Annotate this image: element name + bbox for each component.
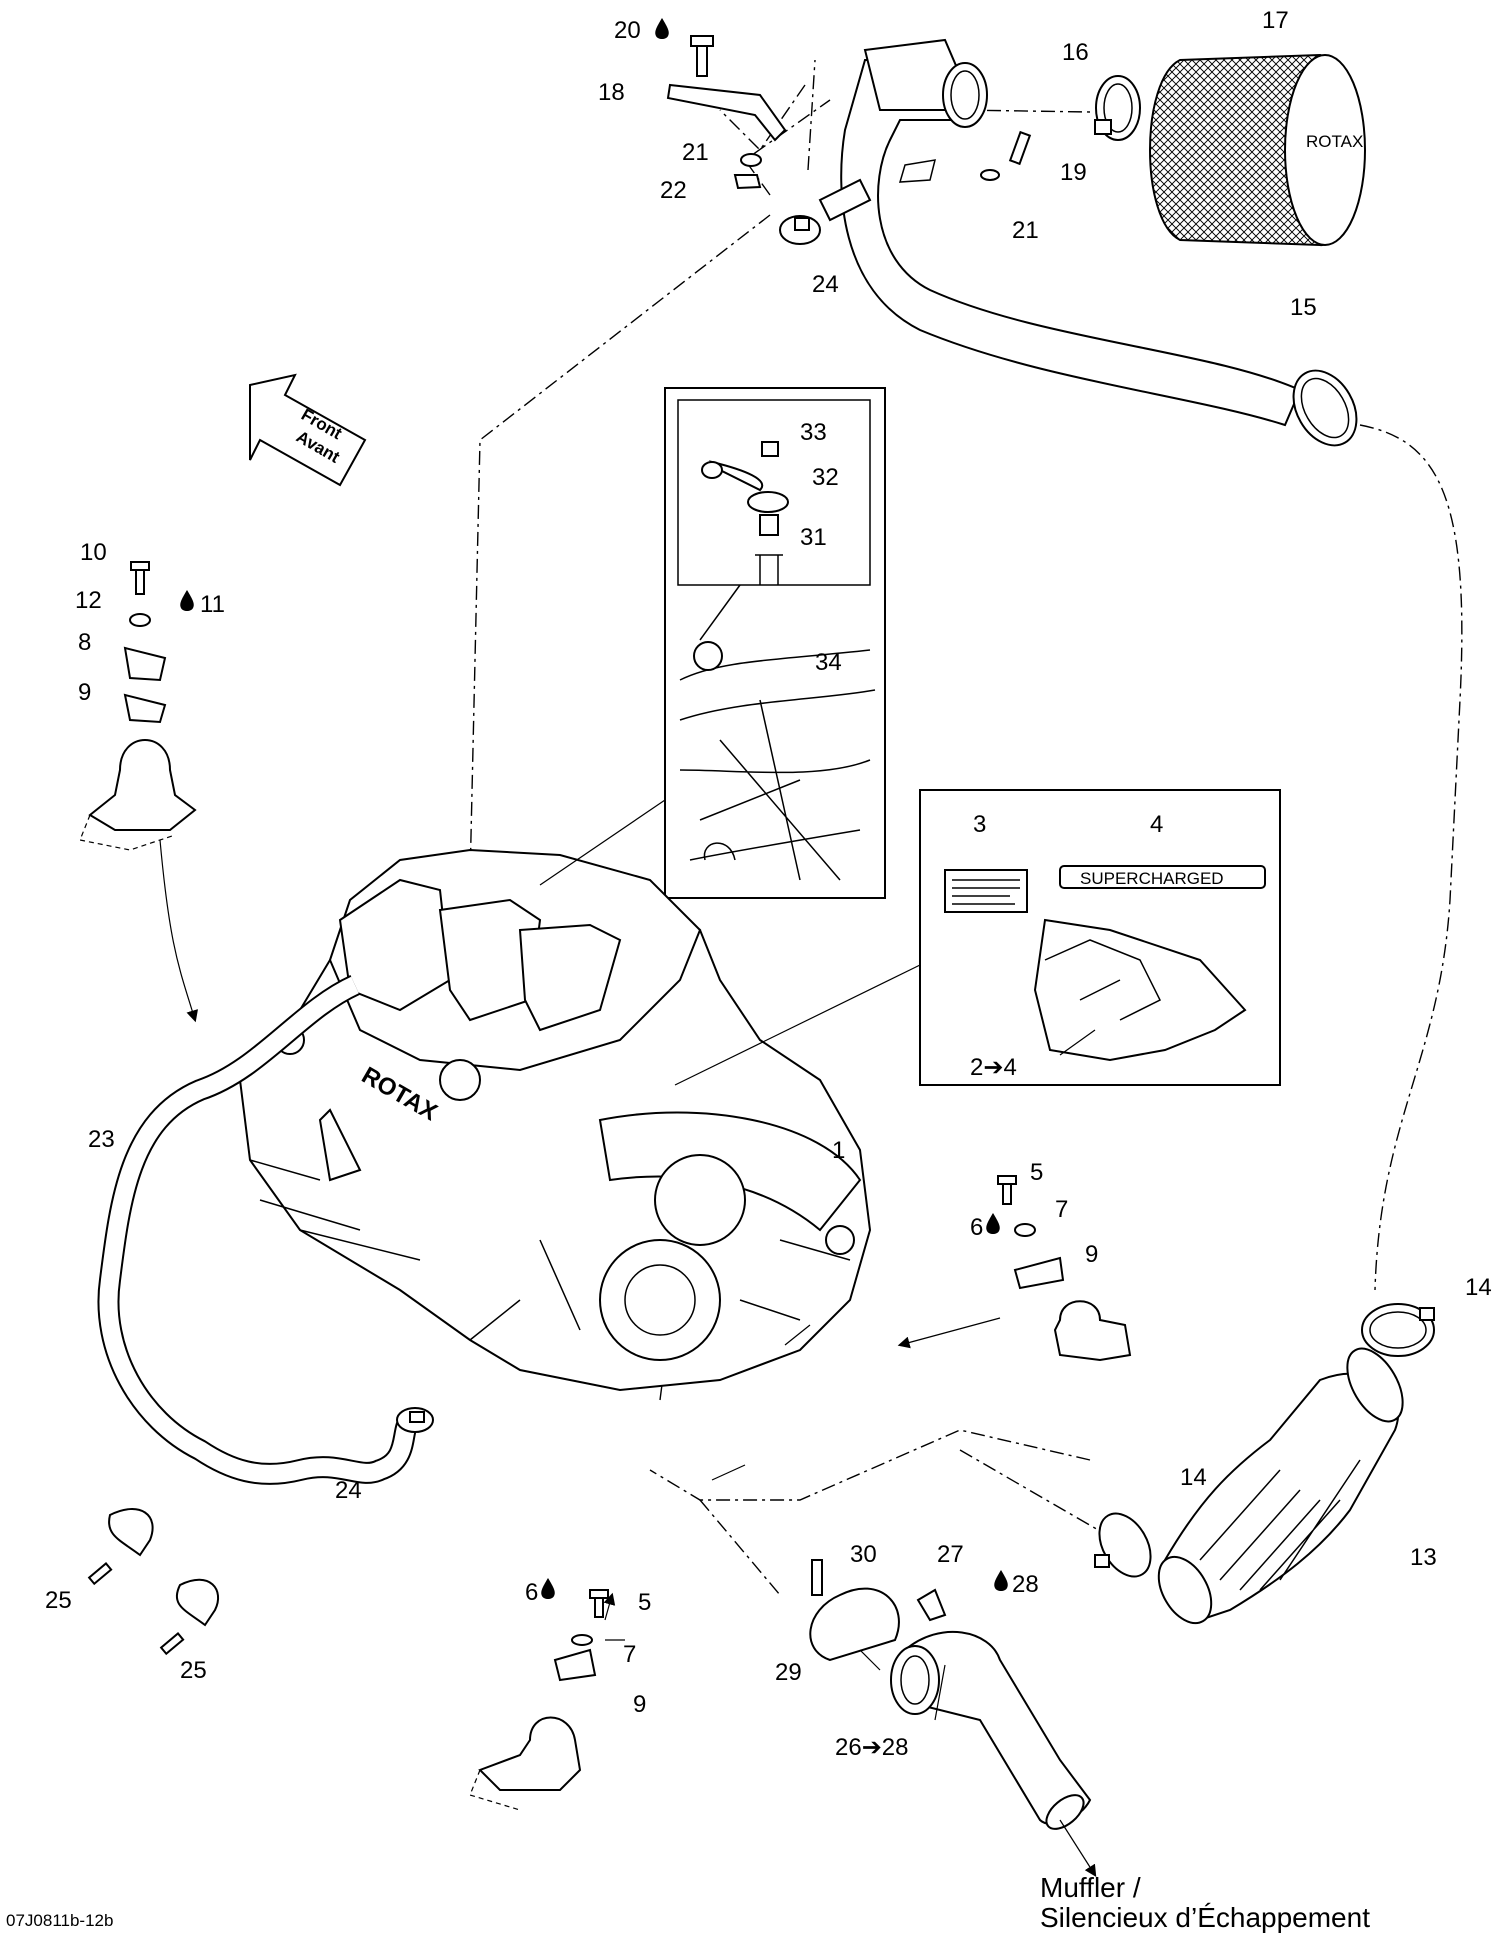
callout-30: 30: [850, 1541, 877, 1568]
callout-4: 4: [1150, 811, 1163, 838]
figure-code: 07J0811b-12b: [6, 1911, 113, 1930]
drop-icon: [180, 590, 194, 611]
muffler-caption: Muffler / Silencieux d’Échappement: [1040, 1872, 1370, 1933]
callout-18: 18: [598, 79, 625, 106]
drop-icon: [986, 1213, 1000, 1234]
callout-13: 13: [1410, 1544, 1437, 1571]
engine-assembly: ROTAX: [238, 848, 872, 1392]
callout-10: 10: [80, 539, 107, 566]
callout-8: 8: [78, 629, 91, 656]
callout-28: 28: [1012, 1571, 1039, 1598]
callout-16: 16: [1062, 39, 1089, 66]
callout-25b: 25: [180, 1657, 207, 1684]
callout-27: 27: [937, 1541, 964, 1568]
detail-box-rotax-cover: [664, 387, 886, 899]
callout-22: 22: [660, 177, 687, 204]
callout-7b: 7: [623, 1641, 636, 1668]
callout-14a: 14: [1465, 1274, 1492, 1301]
muffler-caption-line2: Silencieux d’Échappement: [1040, 1902, 1370, 1933]
callout-2-4: 2➔4: [970, 1054, 1017, 1081]
drop-icon: [655, 18, 669, 39]
engine-mount-left: [79, 561, 197, 851]
callout-20: 20: [614, 17, 641, 44]
front-direction-arrow[interactable]: Front Avant: [249, 373, 367, 487]
callout-9a: 9: [78, 679, 91, 706]
callout-12: 12: [75, 587, 102, 614]
muffler-caption-line1: Muffler /: [1040, 1872, 1141, 1903]
callout-6a: 6: [970, 1214, 983, 1241]
intake-hose-13: [1094, 1303, 1435, 1625]
air-intake-tube: [840, 38, 1358, 447]
callout-33: 33: [800, 419, 827, 446]
callout-23: 23: [88, 1126, 115, 1153]
callout-15: 15: [1290, 294, 1317, 321]
callout-11: 11: [200, 591, 225, 618]
callout-29: 29: [775, 1659, 802, 1686]
drop-icon: [541, 1578, 555, 1599]
callout-3: 3: [973, 811, 986, 838]
hose-clamp-24-upper: [779, 178, 872, 245]
callout-21b: 21: [1012, 217, 1039, 244]
engine-mount-right: [997, 1175, 1132, 1362]
callout-5a: 5: [1030, 1159, 1043, 1186]
filter-brand-label: ROTAX: [1306, 132, 1363, 151]
callout-26-28: 26➔28: [835, 1734, 909, 1761]
callout-14b: 14: [1180, 1464, 1207, 1491]
bracket-18-group: [666, 35, 1032, 190]
vent-hose-23: [87, 974, 434, 1656]
callout-25a: 25: [45, 1587, 72, 1614]
callout-24a: 24: [812, 271, 839, 298]
hose-clamp-16: [1094, 75, 1141, 141]
leader-lines: [159, 799, 1096, 1721]
callout-6b: 6: [525, 1579, 538, 1606]
callout-labels: 1 2➔4 3 4 5 5 6 6 7 7 8 9 9 9 10 11 12 1…: [45, 7, 1492, 1761]
callout-1: 1: [832, 1137, 845, 1164]
callout-31: 31: [800, 524, 827, 551]
callout-19: 19: [1060, 159, 1087, 186]
air-filter: ROTAX: [1149, 53, 1366, 247]
decal-text: SUPERCHARGED: [1080, 869, 1224, 888]
detail-box-decals: SUPERCHARGED: [919, 789, 1281, 1086]
callout-9b: 9: [1085, 1241, 1098, 1268]
callout-24b: 24: [335, 1477, 362, 1504]
callout-7a: 7: [1055, 1196, 1068, 1223]
callout-9c: 9: [633, 1691, 646, 1718]
callout-17: 17: [1262, 7, 1289, 34]
engine-mount-bottom: [469, 1589, 609, 1811]
callout-5b: 5: [638, 1589, 651, 1616]
callout-34: 34: [815, 649, 842, 676]
drop-icon: [994, 1570, 1008, 1591]
callout-32: 32: [812, 464, 839, 491]
outlet-pipe-26-28: [809, 1559, 1097, 1878]
callout-21a: 21: [682, 139, 709, 166]
sealant-drop-icons: [180, 18, 1008, 1599]
